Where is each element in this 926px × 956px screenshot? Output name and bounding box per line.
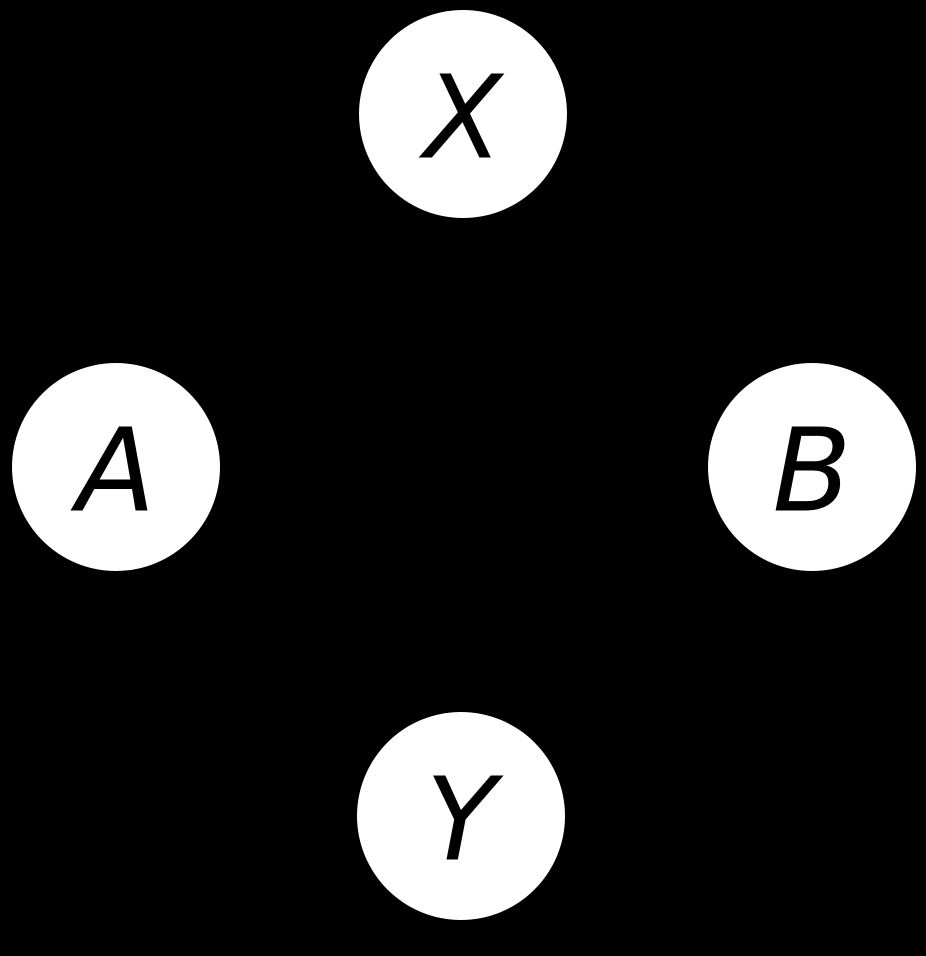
node-B-label: B <box>772 404 852 539</box>
node-X: X <box>359 10 567 218</box>
node-Y: Y <box>357 712 565 920</box>
node-Y-label: Y <box>425 753 497 888</box>
node-X-label: X <box>423 51 503 186</box>
node-A-label: A <box>76 404 156 539</box>
node-A: A <box>12 363 220 571</box>
node-B: B <box>708 363 916 571</box>
